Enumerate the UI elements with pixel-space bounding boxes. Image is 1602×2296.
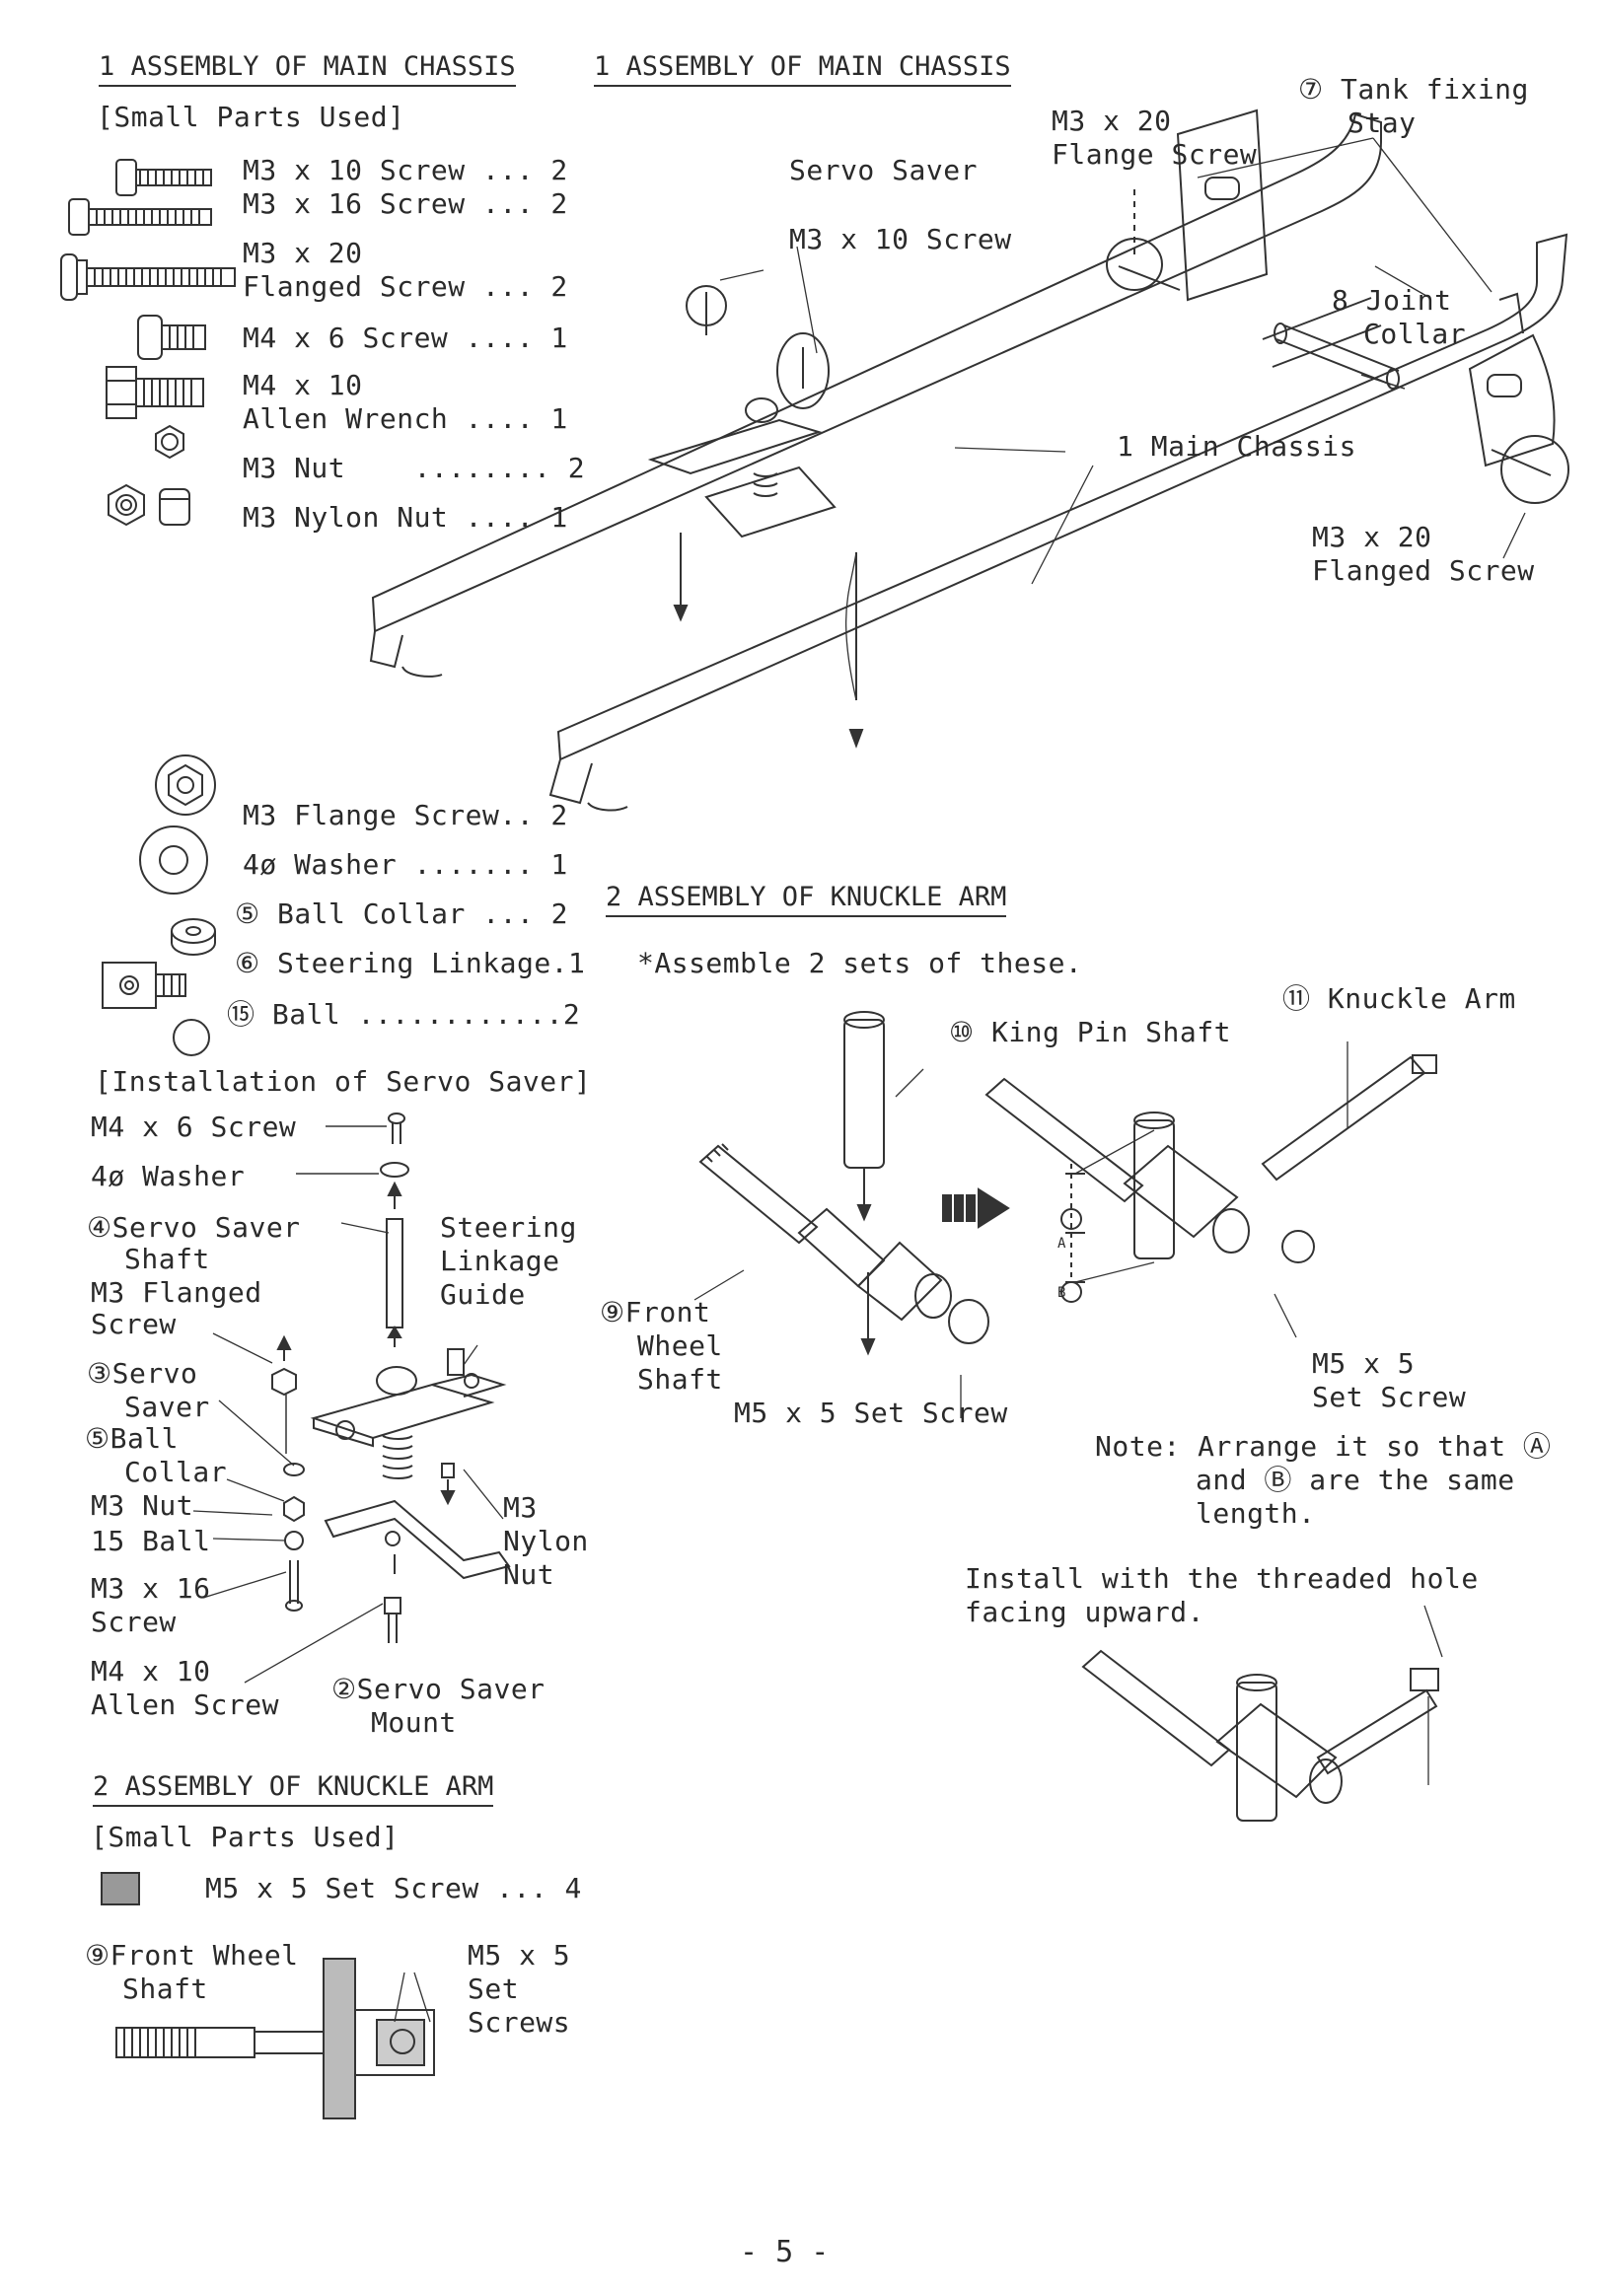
screw-m4x6-icon	[137, 315, 206, 360]
label-joint-collar-a: 8 Joint	[1332, 284, 1452, 317]
label-flanged-b: Flanged Screw	[1312, 554, 1535, 587]
flange-screw-top-icon	[155, 754, 216, 816]
m5-label: Set	[468, 1973, 520, 2005]
label-knuckle-arm: ⑪ Knuckle Arm	[1282, 982, 1516, 1015]
label-m5x5-set-screw: M5 x 5 Set Screw	[734, 1397, 1008, 1429]
screw-m3x16-icon	[68, 198, 212, 236]
install-label: 4ø Washer	[91, 1160, 246, 1192]
install-note-line: Install with the threaded hole	[965, 1562, 1479, 1595]
label-m3x20-a: M3 x 20	[1052, 105, 1172, 137]
note-line: Note: Arrange it so that Ⓐ	[1095, 1430, 1552, 1463]
part-m5x5-set-screw: M5 x 5 Set Screw ... 4	[205, 1872, 582, 1904]
label-joint-collar-b: Collar	[1363, 318, 1467, 350]
install-label: Nut	[503, 1558, 555, 1591]
part-m3x10: M3 x 10 Screw ... 2	[243, 154, 568, 186]
install-label: Allen Screw	[91, 1688, 279, 1721]
install-label: ⑤Ball	[85, 1422, 180, 1455]
set-screw-icon	[101, 1872, 140, 1905]
right-section2-heading: 2 ASSEMBLY OF KNUCKLE ARM	[606, 882, 1007, 917]
part-m3-nut: M3 Nut ........ 2	[243, 452, 586, 484]
main-chassis-icon	[369, 108, 1569, 812]
label-m3x20-b: Flange Screw	[1052, 138, 1258, 171]
install-label: ②Servo Saver	[331, 1673, 546, 1705]
part-m3x20-a: M3 x 20	[243, 237, 363, 269]
install-label: Guide	[440, 1278, 526, 1311]
install-label: M3 Flanged	[91, 1276, 262, 1309]
part-m3x16: M3 x 16 Screw ... 2	[243, 187, 568, 220]
part-m3x20-b: Flanged Screw ... 2	[243, 270, 568, 303]
servo-saver-install-icon	[192, 1112, 511, 1684]
note-line: length.	[1196, 1497, 1316, 1530]
assemble-note: *Assemble 2 sets of these.	[637, 947, 1083, 979]
screw-m3x10-icon	[115, 159, 212, 196]
part-washer: 4ø Washer ....... 1	[243, 848, 568, 881]
label-king-pin: ⑩ King Pin Shaft	[949, 1016, 1231, 1048]
install-label: Collar	[124, 1456, 228, 1488]
part-m4x10-a: M4 x 10	[243, 369, 363, 401]
install-heading: [Installation of Servo Saver]	[95, 1065, 592, 1098]
right-section1-heading: 1 ASSEMBLY OF MAIN CHASSIS	[594, 51, 1011, 87]
m3-nylon-nut-icon	[108, 483, 190, 527]
install-label: Nylon	[503, 1525, 589, 1557]
install-label: ③Servo	[87, 1357, 198, 1390]
left-section2-heading: 2 ASSEMBLY OF KNUCKLE ARM	[93, 1771, 494, 1807]
fw-label: Shaft	[122, 1973, 208, 2005]
front-wheel-shaft-section-icon	[115, 1958, 435, 2119]
install-label: M3 x 16	[91, 1572, 211, 1605]
install-label: M4 x 6 Screw	[91, 1111, 297, 1143]
part-m3-flange-screw: M3 Flange Screw.. 2	[243, 799, 568, 831]
install-label: M3 Nut	[91, 1489, 194, 1522]
small-parts-heading-2: [Small Parts Used]	[91, 1821, 400, 1853]
note-line: and Ⓑ are the same	[1196, 1464, 1515, 1496]
part-ball-collar: ⑤ Ball Collar ... 2	[235, 897, 569, 930]
install-label: Screw	[91, 1308, 177, 1340]
install-label: Mount	[371, 1706, 457, 1739]
install-label: M3	[503, 1491, 538, 1524]
knuckle-arm-parts-icon	[693, 1011, 1443, 1822]
flanged-screw-icon	[60, 253, 236, 301]
steering-linkage-icon	[102, 962, 186, 1009]
install-label: Screw	[91, 1606, 177, 1638]
part-m4x6: M4 x 6 Screw .... 1	[243, 322, 568, 354]
small-parts-heading-1: [Small Parts Used]	[97, 101, 405, 133]
washer-icon	[139, 825, 208, 895]
part-m3-nylon-nut: M3 Nylon Nut .... 1	[243, 501, 568, 534]
install-label: Linkage	[440, 1245, 560, 1277]
install-label: Saver	[124, 1391, 210, 1423]
fw-label: ⑨Front Wheel	[85, 1939, 299, 1972]
label-flanged-a: M3 x 20	[1312, 521, 1432, 553]
m5-label: Screws	[468, 2006, 571, 2039]
label-front-wheel: Wheel	[637, 1329, 723, 1362]
part-ball: ⑮ Ball ............2	[227, 998, 581, 1031]
label-servo-saver: Servo Saver	[789, 154, 978, 186]
label-front-wheel: ⑨Front	[600, 1296, 711, 1328]
label-main-chassis: 1 Main Chassis	[1117, 430, 1357, 463]
ball-collar-icon	[171, 918, 216, 956]
m5-label: M5 x 5	[468, 1939, 571, 1972]
label-m5x5-a: M5 x 5	[1312, 1347, 1416, 1380]
install-label: M4 x 10	[91, 1655, 211, 1687]
install-label: 15 Ball	[91, 1525, 211, 1557]
m3-nut-icon	[155, 424, 184, 460]
ball-icon	[173, 1019, 210, 1056]
dim-a-label: A	[1057, 1236, 1066, 1252]
left-section1-heading: 1 ASSEMBLY OF MAIN CHASSIS	[99, 51, 516, 87]
install-label: Shaft	[124, 1243, 210, 1275]
install-note-line: facing upward.	[965, 1596, 1205, 1628]
page-number: - 5 -	[740, 2235, 830, 2269]
part-m4x10-b: Allen Wrench .... 1	[243, 402, 568, 435]
allen-screw-icon	[106, 366, 204, 419]
label-m3x10-screw: M3 x 10 Screw	[789, 223, 1012, 255]
install-label: ④Servo Saver	[87, 1211, 301, 1244]
label-tank-stay-a: ⑦ Tank fixing	[1298, 73, 1529, 106]
dim-b-label: B	[1057, 1285, 1066, 1301]
label-front-wheel: Shaft	[637, 1363, 723, 1396]
label-tank-stay-b: Stay	[1347, 107, 1417, 139]
install-label: Steering	[440, 1211, 577, 1244]
part-steering-linkage: ⑥ Steering Linkage.1	[235, 947, 586, 979]
label-m5x5-b: Set Screw	[1312, 1381, 1467, 1413]
